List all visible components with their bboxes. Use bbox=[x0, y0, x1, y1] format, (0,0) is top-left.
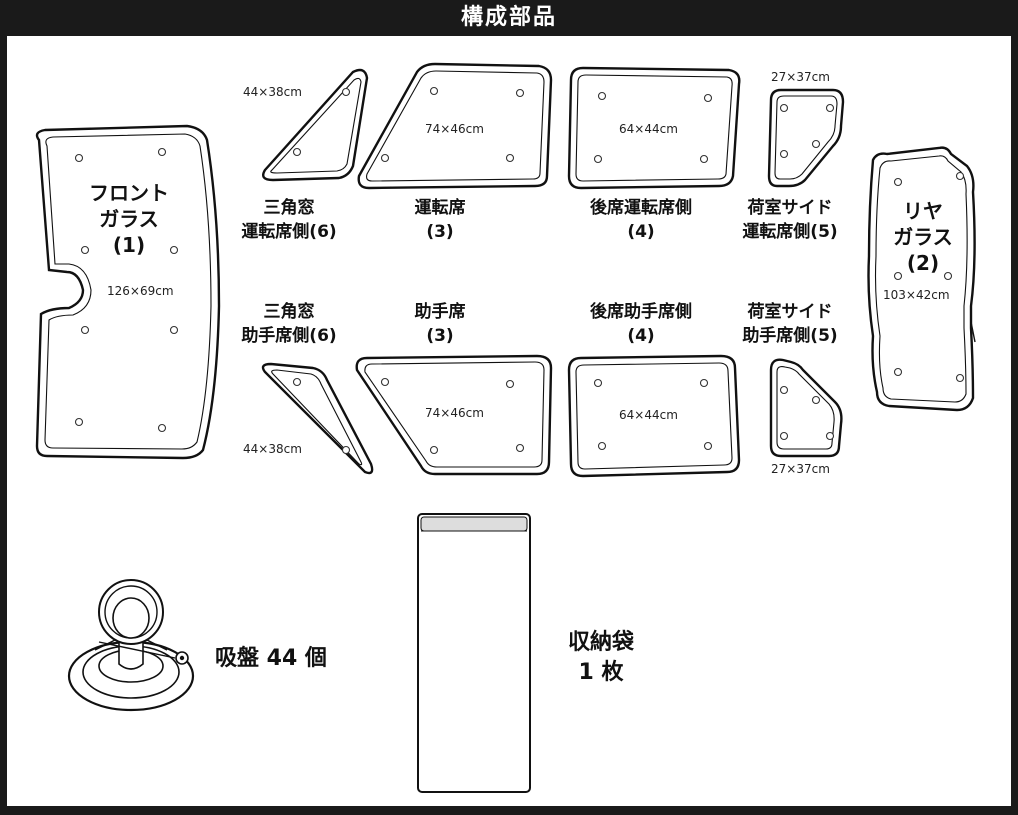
passenger-seat-label: 助手席 (3) bbox=[380, 300, 500, 348]
front-glass-size: 126×69cm bbox=[107, 284, 174, 298]
driver-seat-label: 運転席 (3) bbox=[380, 196, 500, 244]
triangle-window-driver-shade bbox=[262, 68, 369, 182]
driver-seat-name: 運転席 bbox=[414, 198, 466, 218]
triangle-window-passenger-shade bbox=[261, 362, 374, 475]
passenger-seat-shade bbox=[355, 354, 553, 476]
page-title: 構成部品 bbox=[460, 5, 557, 30]
shade-suction-cups bbox=[74, 86, 965, 455]
rear-glass-number: (2) bbox=[906, 251, 940, 275]
front-glass-label: フロント ガラス (1) bbox=[69, 180, 189, 258]
suction-cup-illustration bbox=[67, 579, 195, 712]
passenger-seat-number: (3) bbox=[426, 326, 454, 346]
cargo-driver-label: 荷室サイド 運転席側(5) bbox=[735, 196, 845, 244]
triangle-driver-name-1: 三角窓 bbox=[263, 198, 315, 218]
passenger-seat-name: 助手席 bbox=[414, 302, 466, 322]
front-glass-shade bbox=[35, 124, 221, 460]
storage-bag-count: 1 枚 bbox=[578, 660, 624, 685]
cargo-driver-name-2: 運転席側(5) bbox=[742, 222, 838, 242]
storage-bag-illustration bbox=[417, 513, 531, 793]
storage-bag-label: 収納袋 1 枚 bbox=[553, 628, 649, 688]
rear-glass-shade bbox=[867, 146, 976, 412]
cargo-passenger-name-2: 助手席側(5) bbox=[742, 326, 838, 346]
storage-bag-name: 収納袋 bbox=[567, 630, 634, 655]
triangle-passenger-size: 44×38cm bbox=[243, 442, 302, 456]
rear-passenger-side-name: 後席助手席側 bbox=[590, 302, 692, 322]
driver-seat-number: (3) bbox=[426, 222, 454, 242]
front-glass-number: (1) bbox=[112, 233, 146, 257]
cargo-driver-name-1: 荷室サイド bbox=[747, 198, 833, 218]
passenger-seat-size: 74×46cm bbox=[425, 406, 484, 420]
rear-glass-name-2: ガラス bbox=[893, 225, 953, 249]
cargo-side-passenger-shade bbox=[769, 358, 843, 458]
rear-passenger-side-label: 後席助手席側 (4) bbox=[571, 300, 711, 348]
triangle-passenger-name-1: 三角窓 bbox=[263, 302, 315, 322]
rear-driver-side-name: 後席運転席側 bbox=[590, 198, 692, 218]
cargo-passenger-name-1: 荷室サイド bbox=[747, 302, 833, 322]
triangle-driver-name-2: 運転席側(6) bbox=[241, 222, 337, 242]
driver-seat-size: 74×46cm bbox=[425, 122, 484, 136]
rear-driver-side-number: (4) bbox=[627, 222, 655, 242]
cargo-driver-size: 27×37cm bbox=[771, 70, 830, 84]
rear-passenger-side-shade bbox=[567, 354, 741, 478]
rear-passenger-side-number: (4) bbox=[627, 326, 655, 346]
rear-driver-side-label: 後席運転席側 (4) bbox=[571, 196, 711, 244]
triangle-driver-size: 44×38cm bbox=[243, 85, 302, 99]
suction-cup-label: 吸盤 44 個 bbox=[215, 646, 327, 671]
driver-seat-shade bbox=[357, 62, 553, 190]
parts-panel: フロント ガラス (1) 126×69cm リヤ ガラス (2) 103×42c… bbox=[7, 36, 1011, 806]
rear-driver-side-size: 64×44cm bbox=[619, 122, 678, 136]
cargo-passenger-label: 荷室サイド 助手席側(5) bbox=[735, 300, 845, 348]
rear-driver-side-shade bbox=[567, 66, 741, 190]
triangle-driver-label: 三角窓 運転席側(6) bbox=[229, 196, 349, 244]
rear-glass-name-1: リヤ bbox=[903, 199, 943, 223]
cargo-side-driver-shade bbox=[767, 88, 845, 188]
rear-glass-label: リヤ ガラス (2) bbox=[873, 198, 973, 276]
rear-passenger-side-size: 64×44cm bbox=[619, 408, 678, 422]
triangle-passenger-name-2: 助手席側(6) bbox=[241, 326, 337, 346]
front-glass-name-2: ガラス bbox=[99, 207, 159, 231]
front-glass-name-1: フロント bbox=[89, 181, 169, 205]
rear-glass-size: 103×42cm bbox=[883, 288, 950, 302]
cargo-passenger-size: 27×37cm bbox=[771, 462, 830, 476]
parts-drawing bbox=[35, 62, 976, 793]
triangle-passenger-label: 三角窓 助手席側(6) bbox=[229, 300, 349, 348]
